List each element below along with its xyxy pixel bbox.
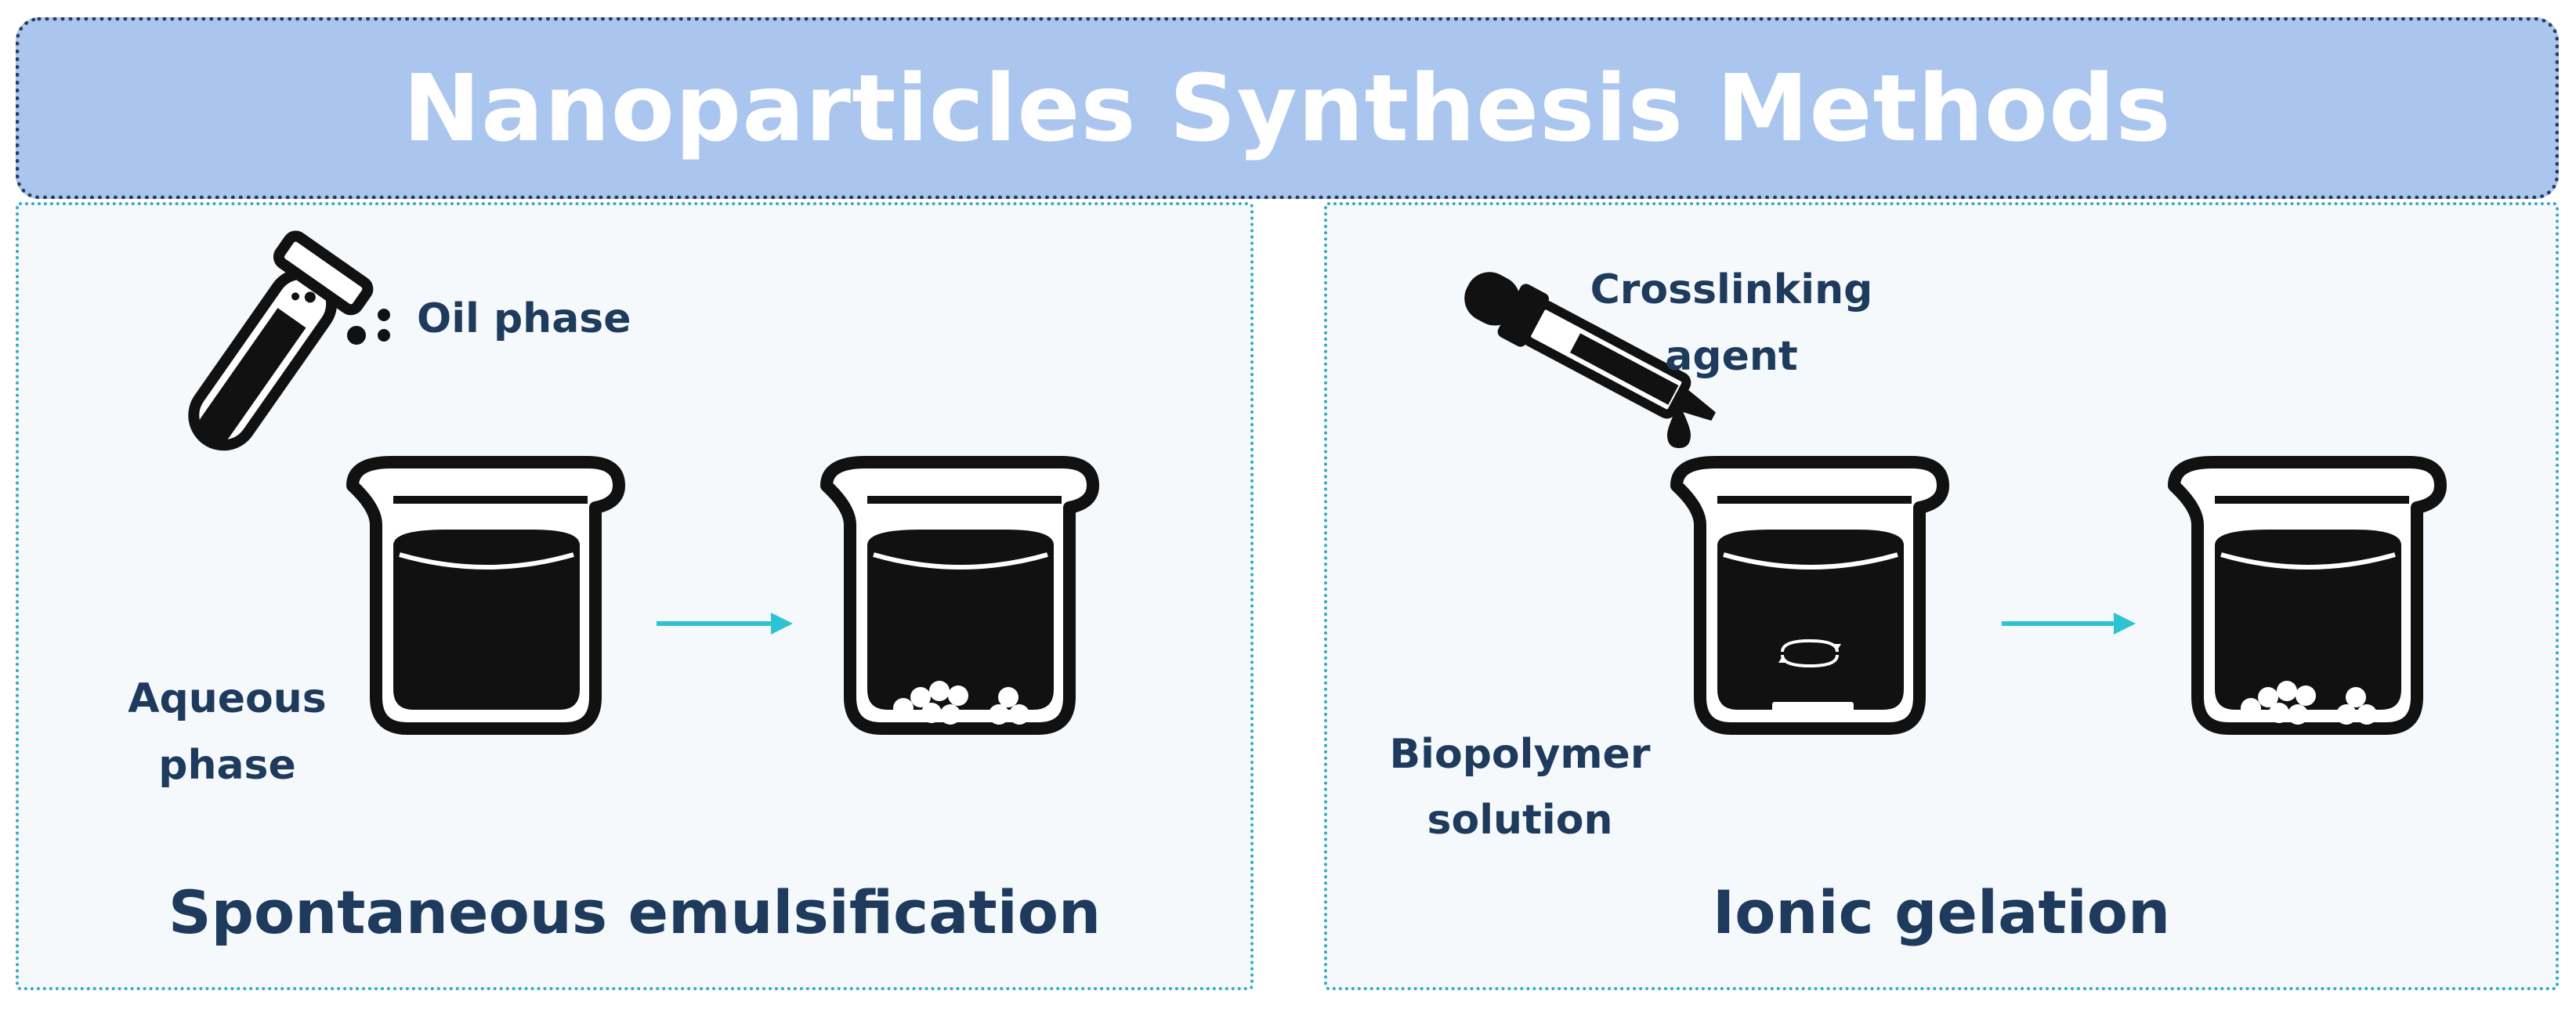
oil-droplets-icon [347,309,390,345]
dropper-icon [1464,272,1716,421]
biopolymer-solution-label-line1: Biopolymer [1389,731,1651,778]
arrow-icon [2002,613,2136,635]
title-banner: Nanoparticles Synthesis Methods [16,17,2559,199]
aqueous-phase-label-line1: Aqueous [128,675,327,722]
method-title-ionic-gelation: Ionic gelation [1712,877,2171,947]
arrow-icon [657,613,793,635]
crosslinking-agent-label-line1: Crosslinking [1590,266,1873,313]
method-title-spontaneous-emulsification: Spontaneous emulsification [168,877,1102,947]
aqueous-phase-label-line2: phase [158,742,296,789]
beaker-nanoparticles-icon [2174,462,2440,729]
beaker-aqueous-phase-icon [353,462,619,729]
crosslinking-agent-label-line2: agent [1665,333,1798,380]
drop-icon [1667,403,1691,448]
beaker-nanoparticles-icon [827,462,1093,729]
biopolymer-solution-label-line2: solution [1427,797,1613,844]
diagram-title: Nanoparticles Synthesis Methods [403,54,2172,162]
oil-phase-label: Oil phase [417,295,631,342]
test-tube-icon [188,230,374,451]
beaker-biopolymer-solution-icon [1677,462,1943,729]
